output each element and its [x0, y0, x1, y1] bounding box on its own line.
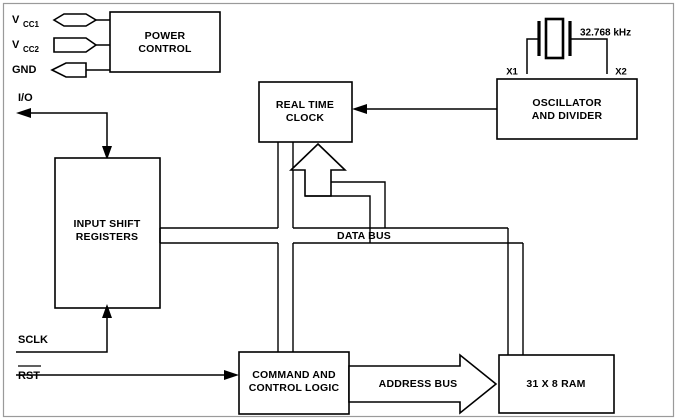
block-command-control-logic — [238, 351, 350, 415]
block-power-control-line-1: POWER — [145, 30, 186, 42]
block-oscillator-line-1: OSCILLATOR — [532, 97, 601, 109]
pin-shape-vcc2 — [53, 37, 98, 53]
crystal-body — [544, 17, 565, 60]
bus-branch-rtc-upper — [331, 181, 386, 228]
block-cmd-line-1: COMMAND AND — [252, 369, 336, 381]
crystal-terminal-x2: X2 — [615, 67, 627, 78]
pin-label-sclk: SCLK — [18, 334, 48, 346]
block-input-shift-registers — [54, 157, 161, 309]
bus-branch-rtc-lower — [305, 195, 371, 243]
arrowhead-io-into-shift — [102, 146, 112, 160]
wire-io — [30, 112, 108, 155]
pin-subscript-vcc1: CC1 — [23, 20, 40, 29]
crystal-lead-x2 — [570, 38, 608, 74]
bus-label-address: ADDRESS BUS — [379, 378, 458, 390]
bus-label-data: DATA BUS — [337, 230, 391, 242]
crystal-terminal-x1: X1 — [506, 67, 518, 78]
crystal-frequency-label: 32.768 kHz — [580, 28, 631, 39]
pin-shape-vcc1 — [52, 13, 98, 27]
block-power-control — [109, 11, 221, 73]
crystal-lead-x1 — [526, 38, 539, 74]
pin-label-rst: RST — [18, 370, 40, 382]
arrowhead-oscillator-to-rtc — [352, 104, 367, 114]
arrowhead-rst-into-cmd — [224, 370, 239, 380]
pin-shape-gnd — [50, 62, 87, 78]
arrowhead-sclk-into-shift — [102, 304, 112, 318]
pin-label-vcc2: V — [12, 39, 20, 51]
block-ram — [498, 354, 615, 414]
block-rtc-line-1: REAL TIME — [276, 99, 334, 111]
pin-subscript-vcc2: CC2 — [23, 45, 40, 54]
block-oscillator-line-2: AND DIVIDER — [532, 110, 603, 122]
block-cmd-line-2: CONTROL LOGIC — [249, 382, 340, 394]
block-real-time-clock — [258, 81, 353, 143]
block-arrow-address-bus — [348, 353, 498, 415]
block-ram-line-1: 31 X 8 RAM — [526, 378, 585, 390]
pin-label-vcc1: V — [12, 14, 20, 26]
pin-label-gnd: GND — [12, 64, 37, 76]
block-power-control-line-2: CONTROL — [138, 43, 192, 55]
pin-label-io: I/O — [18, 92, 33, 104]
block-rtc-line-2: CLOCK — [286, 112, 325, 124]
arrowhead-io-out — [16, 108, 31, 118]
block-shift-line-2: REGISTERS — [76, 231, 138, 243]
block-arrow-into-rtc — [289, 142, 347, 197]
block-shift-line-1: INPUT SHIFT — [74, 218, 141, 230]
wire-sclk — [16, 315, 108, 353]
